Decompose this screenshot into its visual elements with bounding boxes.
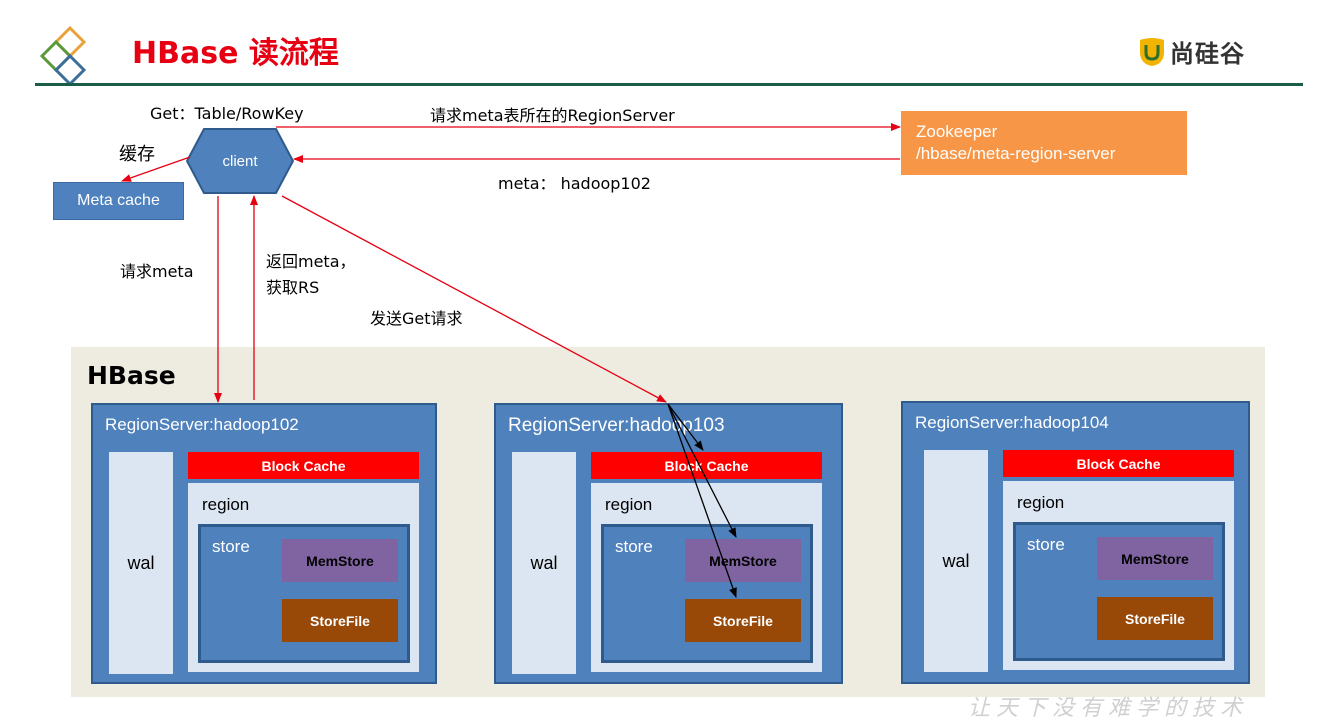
u-shield-icon [1140, 37, 1164, 66]
block-cache: Block Cache [591, 452, 822, 479]
arrow-to-block-cache [667, 403, 704, 451]
client-label: client [222, 152, 258, 170]
block-cache: Block Cache [188, 452, 419, 479]
zookeeper-title: Zookeeper [916, 122, 998, 141]
storefile: StoreFile [1097, 597, 1213, 640]
arrow-client-to-meta-cache [121, 156, 191, 182]
region-box: region store MemStore StoreFile [1003, 481, 1234, 670]
region-title: region [1017, 493, 1065, 512]
region-server-title: RegionServer:hadoop103 [508, 415, 725, 436]
store-title: store [212, 537, 250, 556]
wal-box: wal [109, 452, 173, 674]
label-get-request: Get：Table/RowKey [150, 104, 304, 123]
arrow-to-storefile [667, 403, 737, 598]
store-box: store MemStore StoreFile [1013, 522, 1225, 661]
label-request-rs: 请求meta表所在的RegionServer [430, 106, 675, 125]
region-title: region [605, 495, 653, 514]
memstore: MemStore [1097, 537, 1213, 580]
label-cache: 缓存 [119, 144, 155, 165]
store-title: store [615, 537, 653, 556]
storefile: StoreFile [282, 599, 398, 642]
memstore: MemStore [685, 539, 801, 582]
store-box: store MemStore StoreFile [198, 524, 410, 663]
diamond-chain-icon [39, 26, 87, 86]
zookeeper-box: Zookeeper /hbase/meta-region-server [901, 111, 1187, 175]
label-return-meta-2: 获取RS [266, 278, 320, 297]
cluster-title: HBase [87, 361, 176, 390]
label-return-meta-1: 返回meta， [266, 252, 356, 271]
zookeeper-path: /hbase/meta-region-server [916, 144, 1116, 163]
region-server-hadoop104: RegionServer:hadoop104 wal Block Cache r… [901, 401, 1250, 684]
client-hexagon [186, 128, 294, 194]
region-server-hadoop103: RegionServer:hadoop103 wal Block Cache r… [494, 403, 843, 684]
store-box: store MemStore StoreFile [601, 524, 813, 663]
storefile: StoreFile [685, 599, 801, 642]
region-server-title: RegionServer:hadoop102 [105, 415, 299, 434]
arrow-send-get [281, 195, 667, 403]
region-server-hadoop102: RegionServer:hadoop102 wal Block Cache r… [91, 403, 437, 684]
memstore: MemStore [282, 539, 398, 582]
watermark: 让天下没有难学的技术 [968, 696, 1249, 721]
label-send-get: 发送Get请求 [370, 309, 463, 328]
meta-cache-box: Meta cache [53, 182, 184, 220]
wal-box: wal [512, 452, 576, 674]
label-meta-reply: meta： hadoop102 [498, 174, 651, 193]
region-server-title: RegionServer:hadoop104 [915, 413, 1109, 432]
region-box: region store MemStore StoreFile [188, 483, 419, 672]
store-title: store [1027, 535, 1065, 554]
arrow-to-memstore [667, 403, 737, 538]
label-request-meta: 请求meta [120, 262, 194, 281]
block-cache: Block Cache [1003, 450, 1234, 477]
header-divider [35, 83, 1303, 86]
region-title: region [202, 495, 250, 514]
brand-name: 尚硅谷 [1170, 40, 1245, 68]
wal-box: wal [924, 450, 988, 672]
page-title: HBase 读流程 [132, 36, 339, 71]
brand: 尚硅谷 [1138, 34, 1245, 69]
